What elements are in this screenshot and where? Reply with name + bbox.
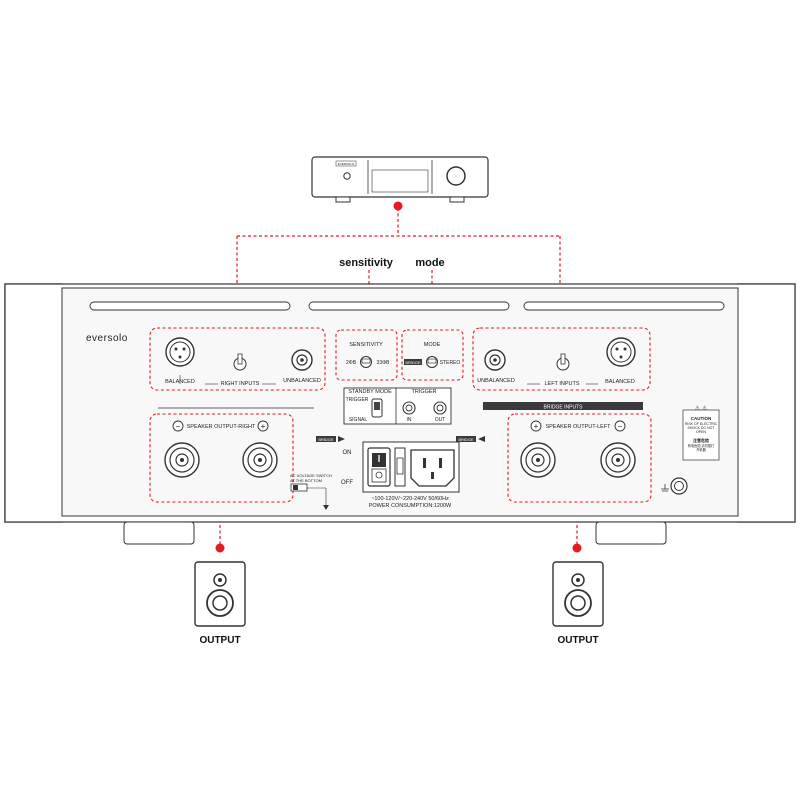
standby-trigger: TRIGGER [346,397,369,403]
caution-line2: SHOCK DO NOT [687,426,715,430]
bridge-arrow-left-icon [478,436,485,442]
mode-title: MODE [424,342,441,348]
bridge-inputs-bar [483,402,643,410]
trigger-out-label: OUT [435,417,446,423]
output-right-dot [215,543,225,553]
trigger-title: TRIGGER [411,389,436,395]
caution-label [682,409,720,461]
left-unbalanced-label: UNBALANCED [477,378,515,384]
speaker-terminal-right-negative[interactable] [164,442,200,478]
standby-title: STANDBY MODE [348,389,392,395]
trigger-out-jack[interactable] [433,401,447,415]
left-balanced-label: BALANCED [605,379,635,385]
right-unbalanced-label: UNBALANCED [283,378,321,384]
sensitivity-panel [335,329,398,381]
sensitivity-low: 2ΦB [346,360,357,366]
right-balanced-label: BALANCED [165,379,195,385]
bridge-tag-right-text: BRIDGE [318,437,334,442]
ac-switch-line2: AT THE BOTTOM [290,478,322,483]
speaker-right-plus: + [261,422,266,431]
sensitivity-label: sensitivity [339,257,394,269]
ground-icon [661,484,669,492]
source-dot [393,201,403,211]
power-section [362,441,460,493]
right-inputs-group [149,327,326,391]
bridge-tag-left [456,436,476,442]
speaker-left-title: SPEAKER OUTPUT-LEFT [545,424,611,430]
standby-trigger-panel [343,387,452,425]
speaker-left-minus: − [618,422,623,431]
caution-cn-line1: 有电危险,请勿擅打 [688,443,715,448]
caution-title: CAUTION [691,416,712,421]
power-voltage: ~100-120V/~220-240V 50/60Hz [371,496,449,502]
ac-voltage-switch [290,483,329,510]
mode-label: mode [415,257,444,269]
ac-switch-line1: AC VOLTAGE SWITCH [290,473,332,478]
speaker-output-left-group [507,413,652,503]
right-inputs-label: RIGHT INPUTS [221,381,260,387]
caution-line3: OPEN [696,430,706,434]
output-label-right: OUTPUT [199,635,240,646]
trigger-in-label: IN [407,417,412,423]
caution-symbols: ⚠ ⚠ [695,405,708,412]
speaker-terminal-left-positive[interactable] [520,442,556,478]
caution-line1: RISK OF ELECTRIC [685,422,718,426]
output-left-dot [572,543,582,553]
speaker-right-title: SPEAKER OUTPUT-RIGHT [187,424,256,430]
caution-cn-line2: 开机器 [696,447,706,452]
source-device: EVERSOLO [311,156,489,203]
bridge-arrow-right-icon [338,436,345,442]
caution-cn-title: 注意危险 [693,437,710,443]
power-off-label: OFF [341,480,353,486]
iec-power-inlet[interactable] [410,449,455,487]
output-label-left: OUTPUT [557,635,598,646]
speaker-left-plus: + [534,422,539,431]
speaker-right-minus: − [176,422,181,431]
speaker-terminal-left-negative[interactable] [600,442,636,478]
speaker-terminal-right-positive[interactable] [242,442,278,478]
bridge-tag-left-text: BRIDGE [458,437,474,442]
speaker-left [552,561,604,627]
arrow-down-icon [323,505,329,510]
power-on-label: ON [343,450,352,456]
brand-logo: eversolo [86,333,128,344]
bridge-tag-right [316,436,336,442]
mode-bridge: BRIDGE [405,360,421,365]
sensitivity-title: SENSITIVITY [349,342,383,348]
ground-terminal[interactable] [670,477,688,495]
source-badge: EVERSOLO [338,162,355,166]
speaker-output-right-group [149,413,294,503]
bridge-inputs-label: BRIDGE INPUTS [544,405,584,411]
standby-signal: SIGNAL [349,417,368,423]
left-inputs-group [472,327,651,391]
left-inputs-label: LEFT INPUTS [544,381,579,387]
speaker-right [194,561,246,627]
power-consumption: POWER CONSUMPTION:1200W [369,503,452,509]
sensitivity-high: 33ΦB [377,360,391,366]
mode-panel [401,329,464,381]
trigger-in-jack[interactable] [402,401,416,415]
mode-stereo: STEREO [440,360,461,366]
